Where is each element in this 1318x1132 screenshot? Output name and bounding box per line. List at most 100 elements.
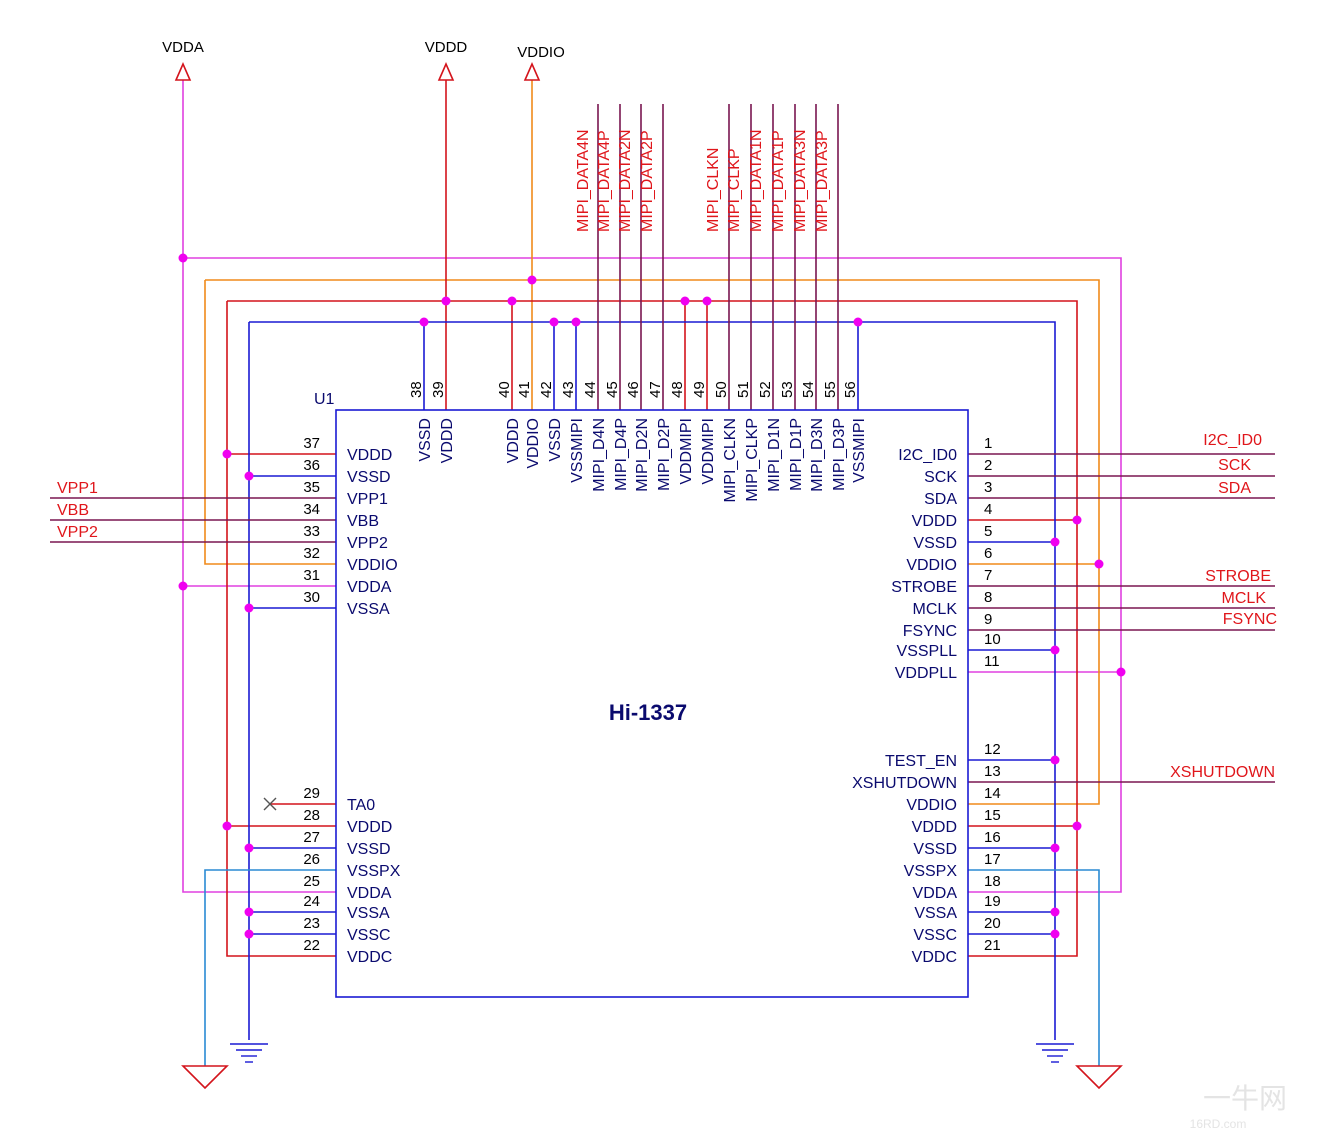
net-label-mipi-data1p: MIPI_DATA1P [770,130,787,232]
pin-number: 45 [604,381,621,398]
right-pins: 1I2C_ID02SCK3SDA4VDDD5VSSD6VDDIO7STROBE8… [852,435,1001,966]
pin-number: 37 [303,435,320,452]
pin-number: 39 [430,381,447,398]
pin-name: VDDD [439,418,456,463]
pin-number: 44 [582,381,599,398]
mipi-signal-wires [597,104,839,410]
pin-number: 14 [984,785,1001,802]
pin-name: MIPI_D3P [831,418,848,491]
pin-number: 51 [735,381,752,398]
vdda-port-label: VDDA [162,39,204,56]
net-label-vpp1: VPP1 [57,480,98,497]
top-pin-stubs [423,348,859,410]
junction-dot [178,253,188,263]
junction-dot [1050,755,1060,765]
pin-number: 1 [984,435,992,452]
pin-number: 22 [303,937,320,954]
pin-number: 50 [713,381,730,398]
pin-number: 27 [303,829,320,846]
pin-number: 49 [691,381,708,398]
junction-dot [702,296,712,306]
pin-number: 17 [984,851,1001,868]
pin-number: 8 [984,589,992,606]
pin-number: 4 [984,501,992,518]
pin-name: VDDD [347,819,392,836]
pin-name: VSSPX [904,863,958,880]
pin-number: 25 [303,873,320,890]
pin-number: 23 [303,915,320,932]
net-label-mipi-data2n: MIPI_DATA2N [617,129,634,232]
pin-name: MIPI_CLKP [744,418,761,502]
pin-name: VSSD [347,469,391,486]
pin-name: VDDA [913,885,958,902]
power-port-arrows [174,62,541,81]
pin-name: VSSD [347,841,391,858]
pin-number: 33 [303,523,320,540]
pin-number: 2 [984,457,992,474]
pin-name: MIPI_D2N [634,418,651,492]
net-label-i2c-id0: I2C_ID0 [1203,432,1262,449]
pin-name: VDDD [912,513,957,530]
pin-number: 15 [984,807,1001,824]
pin-name: VDDIO [525,418,542,469]
pin-number: 42 [538,381,555,398]
pin-name: VDDD [347,447,392,464]
junction-dot [222,449,232,459]
pin-number: 35 [303,479,320,496]
junction-dot [244,907,254,917]
junction-dot [244,603,254,613]
pin-name: VDDPLL [895,665,957,682]
junction-dot [244,843,254,853]
pin-number: 34 [303,501,320,518]
pin-name: VDDC [347,949,392,966]
junction-dot [244,929,254,939]
pin-name: MIPI_CLKN [722,418,739,502]
pin-number: 19 [984,893,1001,910]
pin-name: FSYNC [903,623,957,640]
pin-name: VPP2 [347,535,388,552]
pin-name: SDA [924,491,957,508]
junction-dot [441,296,451,306]
pin-number: 54 [800,381,817,398]
pin-number: 53 [779,381,796,398]
pin-name: VDDD [505,418,522,463]
net-label-mipi-clkn: MIPI_CLKN [705,148,722,232]
net-label-sck: SCK [1218,457,1251,474]
pin-name: VSSA [914,905,957,922]
pin-name: VSSPX [347,863,401,880]
junction-dot [1072,515,1082,525]
pin-name: VSSC [913,927,957,944]
junction-dot [1072,821,1082,831]
junction-dot [1050,843,1060,853]
part-value: Hi-1337 [609,700,687,725]
net-label-mipi-data1n: MIPI_DATA1N [748,129,765,232]
vddio-port-label: VDDIO [517,44,565,61]
pin-number: 20 [984,915,1001,932]
ref-designator: U1 [314,391,335,408]
pin-name: TA0 [347,797,375,814]
pin-name: VDDIO [906,557,957,574]
pin-number: 7 [984,567,992,584]
pin-name: VSSMIPI [851,418,868,483]
ground-net [248,321,1056,1040]
net-label-mipi-data4p: MIPI_DATA4P [596,130,613,232]
pin-number: 36 [303,457,320,474]
junction-dot [549,317,559,327]
pin-name: VDDIO [906,797,957,814]
pin-name: VDDD [912,819,957,836]
pin-number: 55 [822,381,839,398]
pin-name: VSSD [913,841,957,858]
pin-name: I2C_ID0 [898,447,957,464]
pin-name: VSSA [347,601,390,618]
net-label-mipi-data3n: MIPI_DATA3N [792,129,809,232]
watermark-logo: 一牛网 [1203,1082,1287,1115]
pin-name: VSSPLL [897,643,958,660]
chip-body [335,409,969,998]
pin-number: 40 [496,381,513,398]
pin-number: 30 [303,589,320,606]
pin-name: VBB [347,513,379,530]
pin-number: 41 [516,381,533,398]
junction-dot [244,471,254,481]
no-connect-mark [263,797,277,811]
